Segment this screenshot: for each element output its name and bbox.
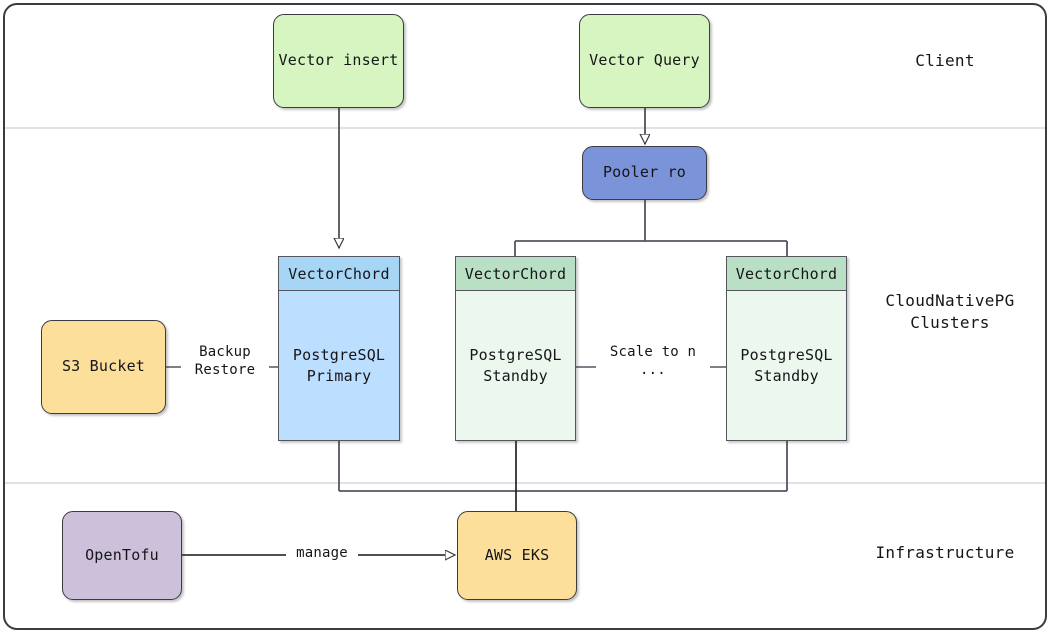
node-vector-insert[interactable]: Vector insert [273, 14, 404, 108]
node-vector-query[interactable]: Vector Query [579, 14, 710, 108]
lane-label-infrastructure: Infrastructure [875, 543, 1015, 562]
edge-label-scale-to-n: Scale to n ... [596, 344, 710, 379]
node-standby-1-label: PostgreSQL Standby [469, 346, 562, 385]
node-postgresql-standby-1[interactable]: VectorChord PostgreSQL Standby [455, 256, 576, 441]
node-aws-eks[interactable]: AWS EKS [457, 511, 577, 600]
edge-label-backup-restore: Backup Restore [181, 344, 269, 379]
node-aws-eks-label: AWS EKS [484, 545, 550, 564]
node-postgresql-primary[interactable]: VectorChord PostgreSQL Primary [278, 256, 400, 441]
node-s3-bucket-label: S3 Bucket [61, 357, 146, 376]
node-pooler-ro[interactable]: Pooler ro [582, 146, 707, 200]
edge-label-manage: manage [286, 545, 358, 563]
lane-label-client: Client [915, 51, 975, 70]
node-postgresql-standby-n[interactable]: VectorChord PostgreSQL Standby [726, 256, 847, 441]
node-standby-1-header: VectorChord [456, 257, 575, 291]
node-vector-insert-label: Vector insert [278, 51, 399, 70]
lane-label-clusters: CloudNativePG Clusters [885, 291, 1015, 332]
node-pooler-ro-label: Pooler ro [602, 163, 687, 182]
node-primary-header: VectorChord [279, 257, 399, 291]
node-s3-bucket[interactable]: S3 Bucket [41, 320, 166, 414]
node-opentofu-label: OpenTofu [85, 545, 159, 564]
node-standby-n-label: PostgreSQL Standby [740, 346, 833, 385]
node-standby-n-header: VectorChord [727, 257, 846, 291]
node-opentofu[interactable]: OpenTofu [62, 511, 182, 600]
node-primary-label: PostgreSQL Primary [292, 346, 386, 385]
node-vector-query-label: Vector Query [589, 51, 700, 70]
